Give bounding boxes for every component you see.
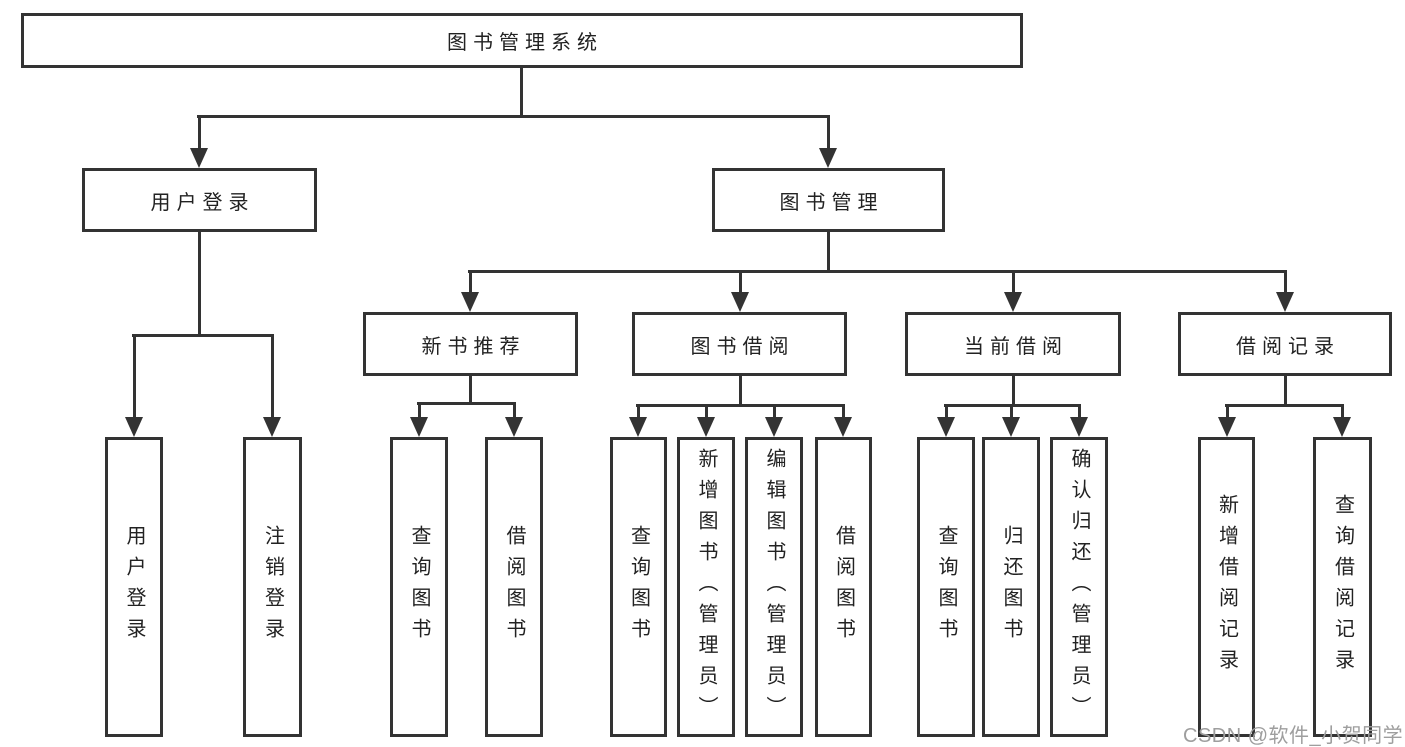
node-new-book-recommend: 新书推荐 xyxy=(363,312,578,376)
node-label: 查询借阅记录 xyxy=(1331,494,1354,680)
arrow-down-icon xyxy=(819,148,837,168)
arrow-down-icon xyxy=(697,417,715,437)
leaf-add-books-admin: 新增图书（管理员） xyxy=(677,437,735,737)
connector-line xyxy=(739,270,742,295)
connector-line xyxy=(520,66,523,115)
connector-line xyxy=(739,376,742,404)
node-label: 查询图书 xyxy=(408,525,430,649)
connector-line xyxy=(1284,270,1287,295)
node-book-borrowing: 图书借阅 xyxy=(632,312,847,376)
node-root: 图书管理系统 xyxy=(21,13,1023,68)
connector-line xyxy=(842,404,845,419)
node-label: 图书管理 xyxy=(779,191,884,214)
node-label: 新增借阅记录 xyxy=(1215,494,1238,680)
connector-line xyxy=(636,404,845,407)
arrow-down-icon xyxy=(125,417,143,437)
connector-line xyxy=(418,402,421,419)
node-label: 查询图书 xyxy=(935,525,957,649)
connector-line xyxy=(773,404,776,419)
node-label: 注销登录 xyxy=(261,525,284,649)
node-label: 确认归还（管理员） xyxy=(1068,447,1090,727)
connector-line xyxy=(1226,404,1229,419)
leaf-add-borrow-record: 新增借阅记录 xyxy=(1198,437,1255,737)
node-book-management: 图书管理 xyxy=(712,168,945,232)
node-label: 新书推荐 xyxy=(421,335,526,358)
leaf-borrow-books-2: 借阅图书 xyxy=(815,437,872,737)
arrow-down-icon xyxy=(461,292,479,312)
connector-line xyxy=(133,334,136,420)
arrow-down-icon xyxy=(190,148,208,168)
connector-line xyxy=(198,115,201,152)
connector-line xyxy=(197,115,830,118)
node-borrowing-records: 借阅记录 xyxy=(1178,312,1392,376)
connector-line xyxy=(1341,404,1344,419)
connector-line xyxy=(827,115,830,152)
connector-line xyxy=(945,404,948,419)
connector-line xyxy=(469,270,472,295)
node-label: 借阅图书 xyxy=(832,525,855,649)
connector-line xyxy=(198,232,201,334)
connector-line xyxy=(469,376,472,402)
leaf-query-books-2: 查询图书 xyxy=(610,437,667,737)
leaf-query-books-1: 查询图书 xyxy=(390,437,448,737)
node-label: 编辑图书（管理员） xyxy=(763,447,785,727)
watermark-text: CSDN @软件_小贺同学 xyxy=(1183,725,1404,747)
node-label: 归还图书 xyxy=(1000,525,1022,649)
arrow-down-icon xyxy=(1218,417,1236,437)
node-label: 新增图书（管理员） xyxy=(695,447,717,727)
connector-line xyxy=(1284,376,1287,404)
leaf-query-borrow-record: 查询借阅记录 xyxy=(1313,437,1372,737)
arrow-down-icon xyxy=(937,417,955,437)
node-label: 图书借阅 xyxy=(690,335,795,358)
connector-line xyxy=(1078,404,1081,419)
leaf-edit-books-admin: 编辑图书（管理员） xyxy=(745,437,803,737)
arrow-down-icon xyxy=(731,292,749,312)
arrow-down-icon xyxy=(1002,417,1020,437)
node-label: 图书管理系统 xyxy=(447,32,603,54)
leaf-logout-login: 注销登录 xyxy=(243,437,302,737)
arrow-down-icon xyxy=(834,417,852,437)
connector-line xyxy=(1225,404,1344,407)
connector-line xyxy=(132,334,274,337)
connector-line xyxy=(1012,376,1015,404)
connector-line xyxy=(1010,404,1013,419)
node-current-borrowing: 当前借阅 xyxy=(905,312,1121,376)
node-label: 当前借阅 xyxy=(964,335,1068,358)
leaf-user-login: 用户登录 xyxy=(105,437,163,737)
connector-line xyxy=(271,334,274,420)
node-label: 用户登录 xyxy=(123,525,145,649)
connector-line xyxy=(705,404,708,419)
leaf-query-books-3: 查询图书 xyxy=(917,437,975,737)
arrow-down-icon xyxy=(505,417,523,437)
arrow-down-icon xyxy=(1276,292,1294,312)
arrow-down-icon xyxy=(263,417,281,437)
connector-line xyxy=(1012,270,1015,295)
node-label: 查询图书 xyxy=(627,525,650,649)
connector-line xyxy=(827,232,830,270)
node-user-login: 用户登录 xyxy=(82,168,317,232)
connector-line xyxy=(637,404,640,419)
arrow-down-icon xyxy=(1004,292,1022,312)
connector-line xyxy=(417,402,516,405)
connector-line xyxy=(468,270,1287,273)
leaf-confirm-return-admin: 确认归还（管理员） xyxy=(1050,437,1108,737)
connector-line xyxy=(513,402,516,419)
arrow-down-icon xyxy=(1070,417,1088,437)
leaf-return-books: 归还图书 xyxy=(982,437,1040,737)
arrow-down-icon xyxy=(765,417,783,437)
arrow-down-icon xyxy=(629,417,647,437)
node-label: 借阅记录 xyxy=(1236,335,1340,358)
arrow-down-icon xyxy=(410,417,428,437)
arrow-down-icon xyxy=(1333,417,1351,437)
node-label: 用户登录 xyxy=(150,191,255,214)
node-label: 借阅图书 xyxy=(503,525,525,649)
leaf-borrow-books-1: 借阅图书 xyxy=(485,437,543,737)
